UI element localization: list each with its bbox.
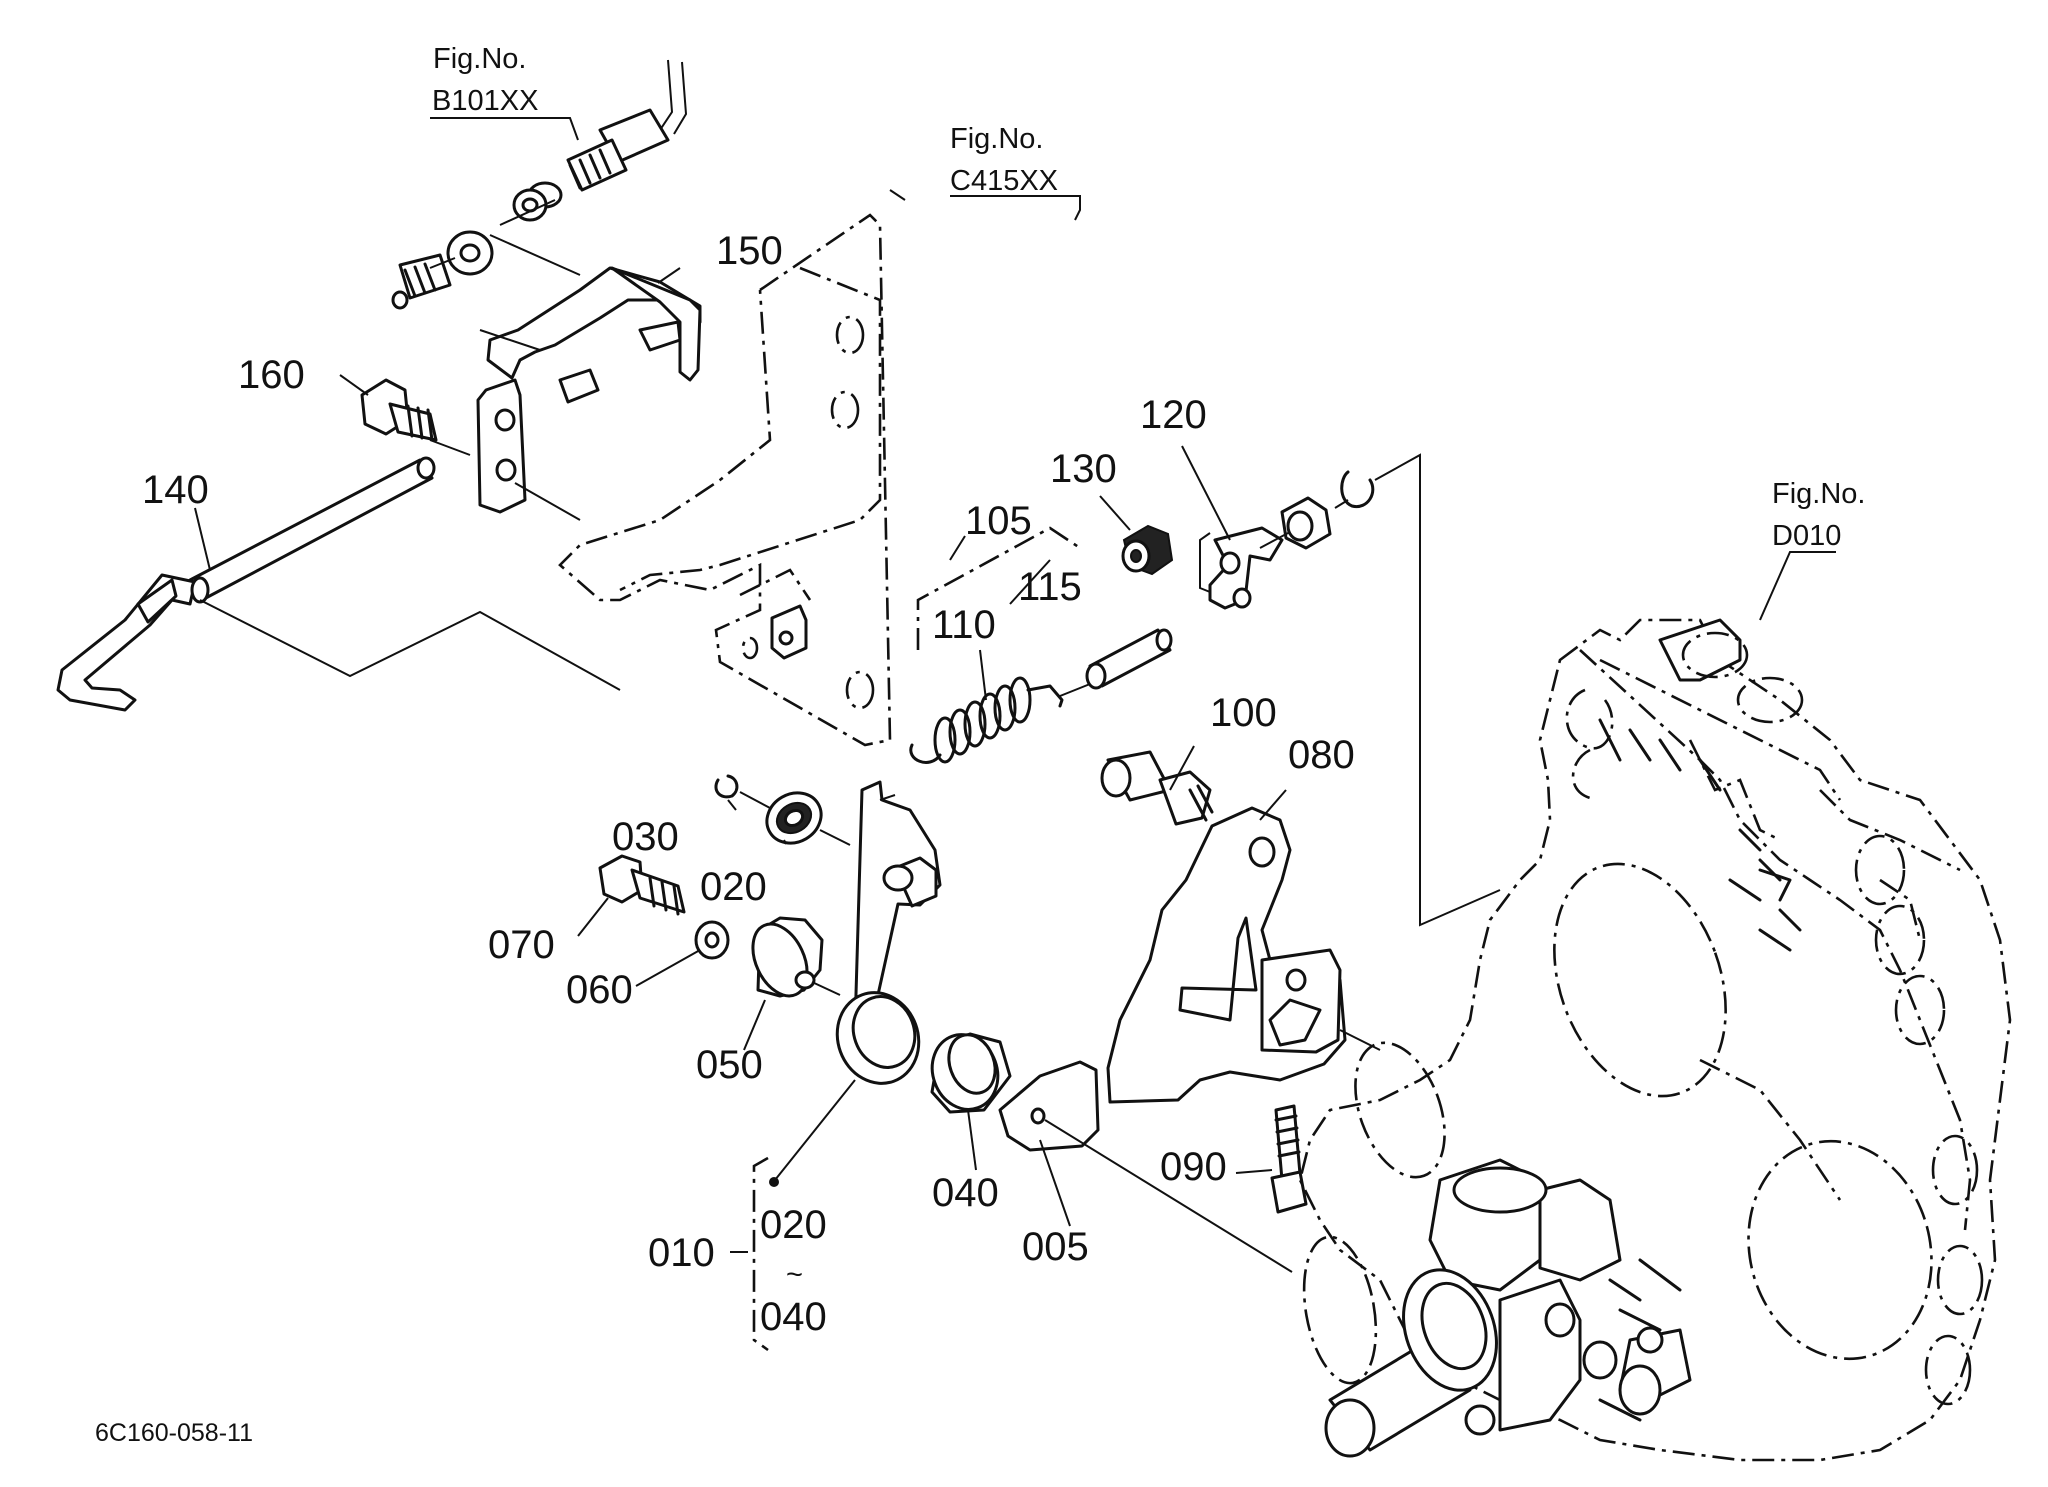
nut-130 (1121, 524, 1174, 576)
fig-ref-b101-top: Fig.No. (433, 43, 526, 75)
circlip-030 (714, 774, 739, 799)
part-label-105: 105 (965, 499, 1032, 543)
leader-lines (194, 117, 1836, 1253)
plate-120 (1199, 526, 1284, 610)
bushing-040 (930, 1032, 1012, 1114)
part-label-020: 020 (700, 865, 767, 909)
boss-010 (835, 991, 921, 1085)
assembly-010-bracket (752, 1156, 769, 1352)
part-label-010: 010 (648, 1231, 715, 1275)
lever-arm (853, 780, 942, 1030)
part-label-115: 115 (1018, 565, 1082, 609)
part-label-160: 160 (238, 353, 305, 397)
part-label-005: 005 (1022, 1225, 1089, 1269)
part-label-100: 100 (1210, 691, 1277, 735)
plate-005 (998, 1060, 1293, 1273)
drawing-code: 6C160-058-11 (95, 1419, 253, 1447)
part-label-130: 130 (1050, 447, 1117, 491)
pin-100 (1100, 750, 1214, 826)
fig-ref-c415-bottom: C415XX (950, 165, 1058, 197)
assembly-010-to: 040 (760, 1295, 827, 1339)
governor-housing (1298, 618, 2012, 1462)
fig-ref-c415: Fig.No. C415XX (950, 123, 1058, 197)
bracket-150 (476, 266, 702, 514)
part-label-150: 150 (716, 229, 783, 273)
part-label-060: 060 (566, 968, 633, 1012)
bracket-c415xx (558, 189, 906, 747)
assembly-010-from: 020 (760, 1203, 827, 1247)
part-label-140: 140 (142, 468, 209, 512)
rod-140 (56, 456, 621, 712)
collar-050 (751, 916, 841, 998)
part-label-070: 070 (488, 923, 555, 967)
part-label-090: 090 (1160, 1145, 1227, 1189)
washer-060 (694, 920, 730, 960)
fig-ref-d010: Fig.No. D010 (1772, 478, 1865, 552)
solenoid-sensor (391, 59, 688, 310)
bearing-020 (739, 791, 851, 846)
part-label-080: 080 (1288, 733, 1355, 777)
part-label-120: 120 (1140, 393, 1207, 437)
assembly-marker-dot (769, 1177, 779, 1187)
bolt-090 (1270, 1104, 1308, 1214)
bolt-070 (598, 854, 686, 916)
fig-ref-d010-top: Fig.No. (1772, 478, 1865, 510)
fig-ref-c415-top: Fig.No. (950, 123, 1043, 155)
shaft-assembly (1302, 1158, 1692, 1458)
part-label-110: 110 (932, 603, 996, 647)
pin-115 (1085, 628, 1173, 690)
nut-washer-group (1259, 453, 1501, 927)
part-label-030: 030 (612, 815, 679, 859)
part-label-050: 050 (696, 1043, 763, 1087)
assembly-010-tilde: ~ (786, 1259, 803, 1291)
fig-ref-d010-bottom: D010 (1772, 520, 1841, 552)
fig-ref-b101: Fig.No. B101XX (432, 43, 538, 117)
bolt-160 (360, 378, 438, 442)
spring-110 (909, 676, 1091, 764)
part-label-040: 040 (932, 1171, 999, 1215)
lever-080 (1106, 806, 1381, 1104)
group-105-bracket (916, 526, 1081, 650)
fig-ref-b101-bottom: B101XX (432, 85, 538, 117)
